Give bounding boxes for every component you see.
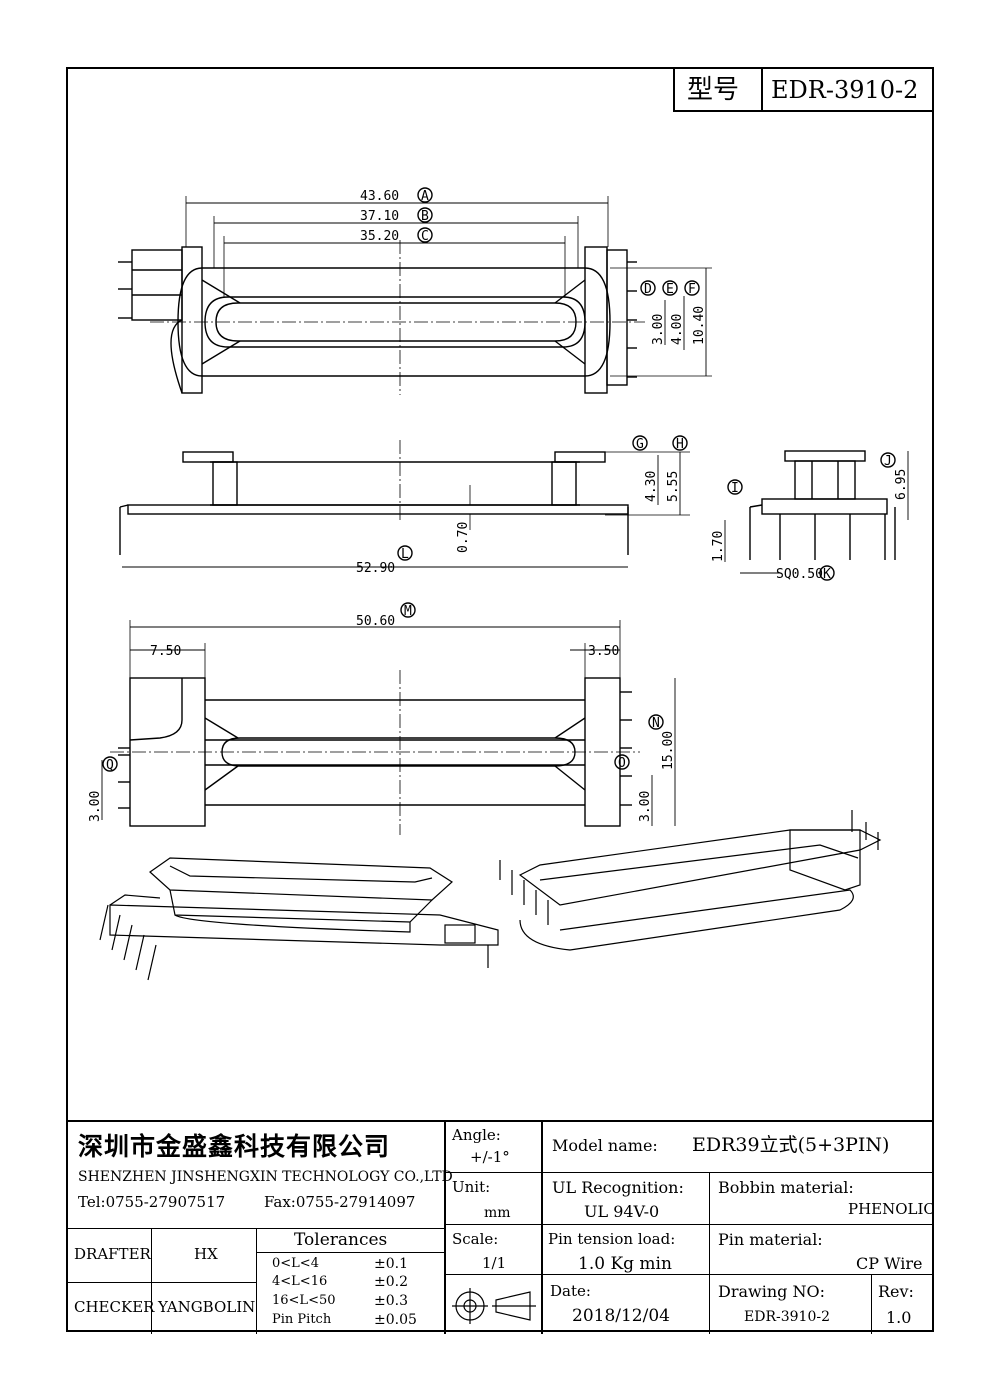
end-view <box>724 450 909 574</box>
angle-value: +/-1° <box>470 1148 510 1166</box>
dim-750: 7.50 <box>150 644 181 659</box>
dim-d: 3.00 <box>651 314 666 345</box>
rev-label: Rev: <box>878 1282 914 1301</box>
drawing-frame <box>66 67 934 1332</box>
drafter-label: DRAFTER <box>74 1245 151 1263</box>
drafter-value: HX <box>194 1245 218 1263</box>
dim-n: 15.00 <box>661 731 676 770</box>
model-value: EDR-3910-2 <box>771 76 919 104</box>
tolerances-title: Tolerances <box>294 1230 388 1250</box>
ul-value: UL 94V-0 <box>584 1202 660 1221</box>
pin-material-value: CP Wire <box>856 1254 923 1273</box>
callout-c: C <box>421 229 429 244</box>
callout-j: J <box>884 454 892 469</box>
date-label: Date: <box>550 1282 591 1300</box>
callout-f: F <box>688 282 696 297</box>
checker-label: CHECKER <box>74 1298 155 1316</box>
callout-b: B <box>421 209 429 224</box>
tolerance-range-4: Pin Pitch <box>272 1312 332 1327</box>
dim-l: 52.90 <box>356 561 395 576</box>
company-en: SHENZHEN JINSHENGXIN TECHNOLOGY CO.,LTD <box>78 1169 453 1185</box>
dim-h: 5.55 <box>666 471 681 502</box>
callout-k: K <box>823 567 831 582</box>
model-name-value: EDR39立式(5+3PIN) <box>692 1134 890 1156</box>
drawing-no-value: EDR-3910-2 <box>744 1309 830 1325</box>
drawing-no-label: Drawing NO: <box>718 1282 825 1301</box>
checker-value: YANGBOLIN <box>158 1298 256 1316</box>
dim-g: 4.30 <box>644 471 659 502</box>
pin-material-label: Pin material: <box>718 1230 823 1249</box>
bottom-view <box>101 620 676 835</box>
callout-m: M <box>404 604 412 619</box>
model-number-box: 型号 EDR-3910-2 <box>673 67 934 112</box>
dim-a: 43.60 <box>360 189 399 204</box>
dim-070: 0.70 <box>456 522 471 553</box>
dim-350: 3.50 <box>588 644 619 659</box>
pin-tension-value: 1.0 Kg min <box>578 1254 672 1274</box>
title-block: 深圳市金盛鑫科技有限公司 SHENZHEN JINSHENGXIN TECHNO… <box>66 1120 935 1334</box>
callout-e: E <box>666 282 674 297</box>
tolerance-value-4: ±0.05 <box>374 1312 417 1328</box>
callout-q: Q <box>106 758 114 773</box>
callout-o: O <box>618 756 626 771</box>
rev-value: 1.0 <box>886 1308 912 1327</box>
unit-value: mm <box>484 1205 511 1221</box>
dim-b: 37.10 <box>360 209 399 224</box>
technical-drawing: 43.60 A 37.10 B 35.20 C D E F 3.00 4.00 … <box>88 187 909 981</box>
tolerance-range-2: 4<L<16 <box>272 1274 328 1289</box>
ul-label: UL Recognition: <box>552 1178 684 1197</box>
dim-f: 10.40 <box>692 306 707 345</box>
company-tel: Tel:0755-27907517 <box>78 1193 226 1211</box>
model-name-label: Model name: <box>552 1136 658 1155</box>
tolerance-value-2: ±0.2 <box>374 1274 408 1290</box>
tolerance-range-1: 0<L<4 <box>272 1256 319 1271</box>
dim-m: 50.60 <box>356 614 395 629</box>
bobbin-value: PHENOLIC <box>848 1200 935 1218</box>
dim-c: 35.20 <box>360 229 399 244</box>
callout-g: G <box>636 437 644 452</box>
company-cn: 深圳市金盛鑫科技有限公司 <box>78 1132 391 1161</box>
model-label: 型号 <box>687 75 740 105</box>
callout-h: H <box>676 437 684 452</box>
tolerance-range-3: 16<L<50 <box>272 1293 336 1308</box>
bobbin-label: Bobbin material: <box>718 1178 854 1197</box>
pin-tension-label: Pin tension load: <box>548 1230 676 1248</box>
callout-i: I <box>731 481 739 496</box>
projection-symbol-icon <box>450 1284 538 1328</box>
dim-e: 4.00 <box>670 314 685 345</box>
callout-a: A <box>421 189 429 204</box>
company-fax: Fax:0755-27914097 <box>264 1193 416 1211</box>
dim-p: 3.00 <box>88 791 103 822</box>
scale-label: Scale: <box>452 1230 499 1248</box>
iso-view-right <box>499 810 882 951</box>
tolerance-value-3: ±0.3 <box>374 1293 408 1309</box>
dim-k: SQ0.50 <box>776 567 823 582</box>
iso-view-left <box>99 857 499 981</box>
unit-label: Unit: <box>452 1178 491 1196</box>
angle-label: Angle: <box>452 1126 501 1144</box>
callout-n: N <box>652 716 660 731</box>
dim-i: 1.70 <box>711 531 726 562</box>
scale-value: 1/1 <box>482 1254 507 1272</box>
dim-j: 6.95 <box>894 469 909 500</box>
date-value: 2018/12/04 <box>572 1306 670 1326</box>
callout-d: D <box>644 282 652 297</box>
side-view <box>119 440 690 568</box>
callout-l: L <box>401 547 409 562</box>
tolerance-value-1: ±0.1 <box>374 1256 408 1272</box>
top-view <box>118 196 712 395</box>
dim-o: 3.00 <box>638 791 653 822</box>
